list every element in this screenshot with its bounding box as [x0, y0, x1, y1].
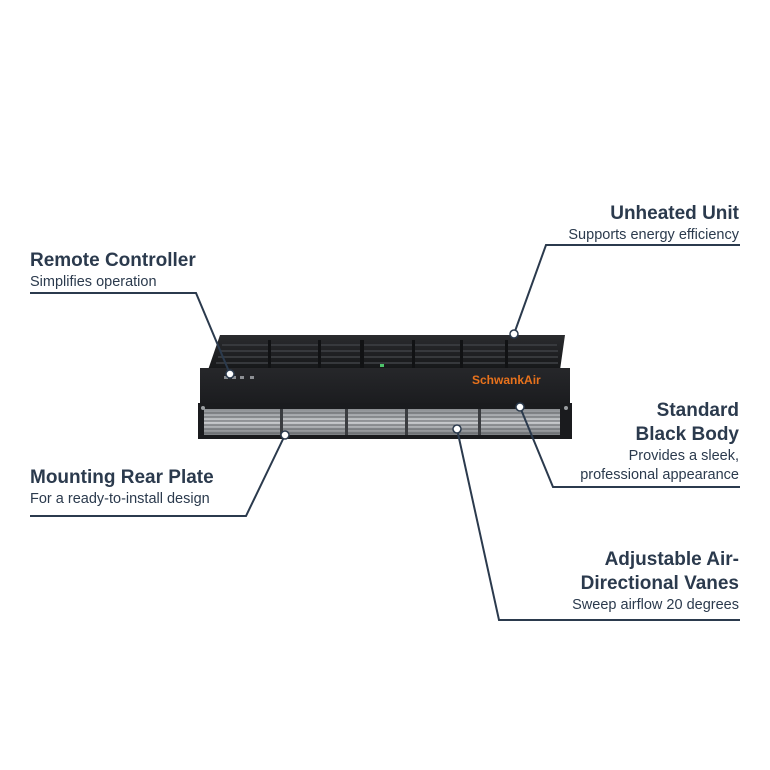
- callout-title: Mounting Rear Plate: [30, 467, 214, 488]
- louver-dividers: [280, 409, 481, 435]
- callout-title-line1: Adjustable Air-: [604, 549, 739, 570]
- callout-title: Remote Controller: [30, 250, 196, 271]
- top-grille: [216, 344, 558, 364]
- screw-left: [201, 406, 205, 410]
- callout-subtitle-line2: professional appearance: [580, 467, 739, 483]
- brand-logo: SchwankAir: [472, 373, 541, 387]
- callout-title-line1: Standard: [656, 400, 739, 421]
- status-led: [380, 364, 384, 367]
- callout-standard-body: Standard Black Body Provides a sleek, pr…: [580, 399, 739, 485]
- screw-right: [564, 406, 568, 410]
- callout-subtitle-line1: Provides a sleek,: [628, 448, 739, 464]
- callout-subtitle: Sweep airflow 20 degrees: [572, 597, 739, 613]
- callout-unheated-unit: Unheated Unit Supports energy efficiency: [568, 202, 739, 245]
- callout-subtitle: For a ready-to-install design: [30, 491, 210, 507]
- callout-vanes: Adjustable Air- Directional Vanes Sweep …: [572, 548, 739, 615]
- louver-lines: [204, 412, 560, 434]
- callout-remote-controller: Remote Controller Simplifies operation: [30, 249, 196, 292]
- callout-mounting-plate: Mounting Rear Plate For a ready-to-insta…: [30, 466, 214, 509]
- callout-title-line2: Directional Vanes: [580, 573, 739, 594]
- callout-subtitle: Supports energy efficiency: [568, 227, 739, 243]
- callout-title: Unheated Unit: [610, 203, 739, 224]
- callout-title-line2: Black Body: [635, 424, 739, 445]
- callout-subtitle: Simplifies operation: [30, 274, 157, 290]
- unit-top-panel: [208, 335, 565, 370]
- top-grille-dividers: [268, 340, 508, 368]
- unit-front-panel: [200, 368, 570, 404]
